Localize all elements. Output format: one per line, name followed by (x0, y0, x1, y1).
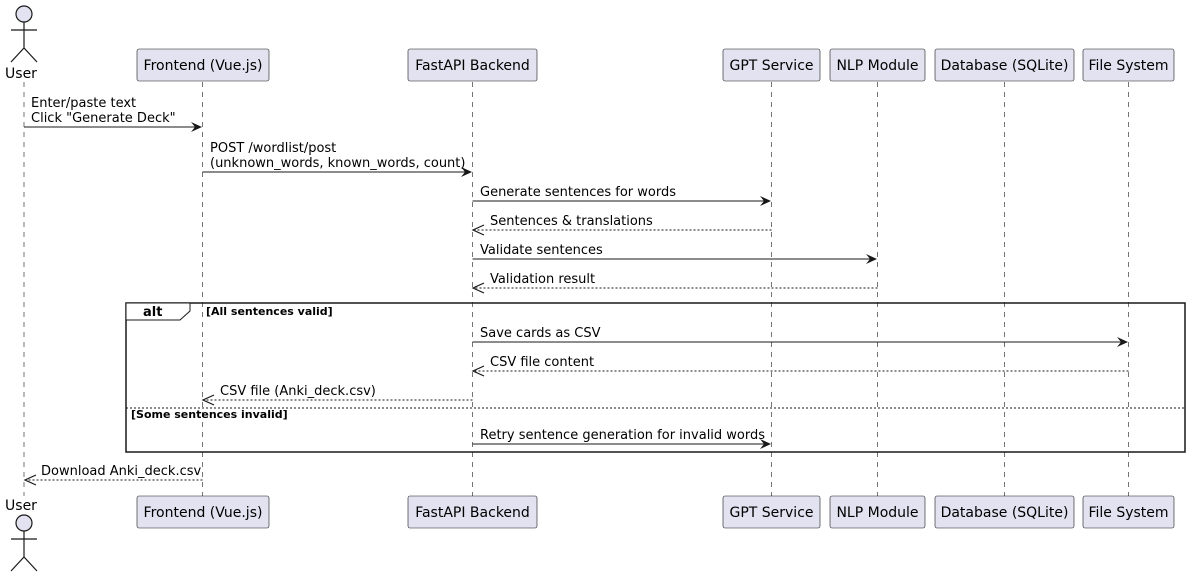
message-11-label: Download Anki_deck.csv (41, 464, 202, 479)
participant-backend-top: FastAPI Backend (407, 48, 538, 82)
messages: Enter/paste text Click "Generate Deck" P… (23, 96, 1129, 486)
message-7-arrowhead (1117, 337, 1128, 347)
message-4-label: Sentences & translations (490, 214, 653, 229)
participant-db-top: Database (SQLite) (934, 48, 1075, 82)
message-3-arrowhead (760, 196, 771, 206)
message-8-arrowhead (471, 365, 485, 377)
participant-fs-bottom: File System (1082, 495, 1175, 529)
participant-frontend-label: Frontend (Vue.js) (144, 58, 263, 74)
alt-keyword-tab (125, 302, 191, 321)
participant-frontend-bottom: Frontend (Vue.js) (136, 495, 270, 529)
message-6-arrowhead (471, 282, 485, 294)
message-8-label: CSV file content (490, 355, 594, 370)
participant-fs-top: File System (1082, 48, 1175, 82)
message-10: Retry sentence generation for invalid wo… (472, 428, 771, 449)
message-6-label: Validation result (490, 272, 595, 287)
participant-nlp-bottom: NLP Module (829, 495, 926, 529)
message-3-label: Generate sentences for words (480, 185, 676, 200)
user-actor-icon-bottom (10, 514, 38, 572)
message-3: Generate sentences for words (472, 185, 771, 206)
actor-user-top: User (5, 5, 38, 82)
participant-frontend-top: Frontend (Vue.js) (136, 48, 270, 82)
participant-user-label: User (5, 66, 37, 82)
message-5-arrowhead (866, 254, 877, 264)
message-2-line-1: POST /wordlist/post (210, 141, 336, 156)
message-5: Validate sentences (472, 243, 877, 264)
message-2: POST /wordlist/post (unknown_words, know… (202, 141, 472, 177)
message-1-arrowhead (191, 122, 202, 132)
message-5-label: Validate sentences (480, 243, 603, 258)
message-9-arrowhead (201, 394, 215, 406)
participant-backend-bottom: FastAPI Backend (407, 495, 538, 529)
participant-nlp-top: NLP Module (829, 48, 926, 82)
message-9: CSV file (Anki_deck.csv) (201, 384, 473, 406)
lifelines (23, 82, 1129, 496)
actor-user-bottom: User (5, 498, 38, 572)
message-1-line-1: Enter/paste text (31, 96, 136, 111)
alt-keyword: alt (143, 305, 162, 320)
message-1: Enter/paste text Click "Generate Deck" (24, 96, 202, 132)
participant-frontend-label-bottom: Frontend (Vue.js) (144, 505, 263, 521)
participant-user-label-bottom: User (5, 498, 37, 514)
message-9-label: CSV file (Anki_deck.csv) (220, 384, 376, 399)
participant-nlp-label: NLP Module (836, 58, 918, 74)
message-7: Save cards as CSV (472, 326, 1128, 347)
participant-db-bottom: Database (SQLite) (934, 495, 1075, 529)
message-8: CSV file content (471, 355, 1129, 377)
message-2-arrowhead (461, 167, 472, 177)
participants-bottom: User Frontend (Vue.js) FastAPI Backend G… (5, 495, 1175, 572)
participants-top: User Frontend (Vue.js) FastAPI Backend G… (5, 5, 1175, 82)
user-actor-icon (10, 5, 38, 63)
message-1-line-2: Click "Generate Deck" (31, 111, 176, 126)
participant-gpt-label: GPT Service (729, 58, 813, 74)
message-10-arrowhead (760, 439, 771, 449)
message-10-label: Retry sentence generation for invalid wo… (480, 428, 765, 443)
message-4: Sentences & translations (471, 214, 772, 236)
participant-backend-label-bottom: FastAPI Backend (415, 505, 530, 521)
message-7-label: Save cards as CSV (480, 326, 601, 341)
alt-guard-1: [All sentences valid] (206, 305, 333, 318)
participant-nlp-label-bottom: NLP Module (836, 505, 918, 521)
participant-backend-label: FastAPI Backend (415, 58, 530, 74)
alt-fragment: alt [All sentences valid] [Some sentence… (125, 302, 1186, 453)
message-2-line-2: (unknown_words, known_words, count) (210, 156, 465, 171)
alt-guard-2: [Some sentences invalid] (131, 408, 288, 421)
message-11-arrowhead (23, 474, 37, 486)
participant-gpt-label-bottom: GPT Service (729, 505, 813, 521)
message-6: Validation result (471, 272, 878, 294)
message-11: Download Anki_deck.csv (23, 464, 203, 486)
participant-gpt-bottom: GPT Service (722, 495, 821, 529)
participant-fs-label-bottom: File System (1088, 505, 1168, 521)
participant-db-label-bottom: Database (SQLite) (941, 505, 1069, 521)
participant-fs-label: File System (1088, 58, 1168, 74)
participant-db-label: Database (SQLite) (941, 58, 1069, 74)
participant-gpt-top: GPT Service (722, 48, 821, 82)
alt-fragment-frame (125, 302, 1186, 453)
message-4-arrowhead (471, 224, 485, 236)
